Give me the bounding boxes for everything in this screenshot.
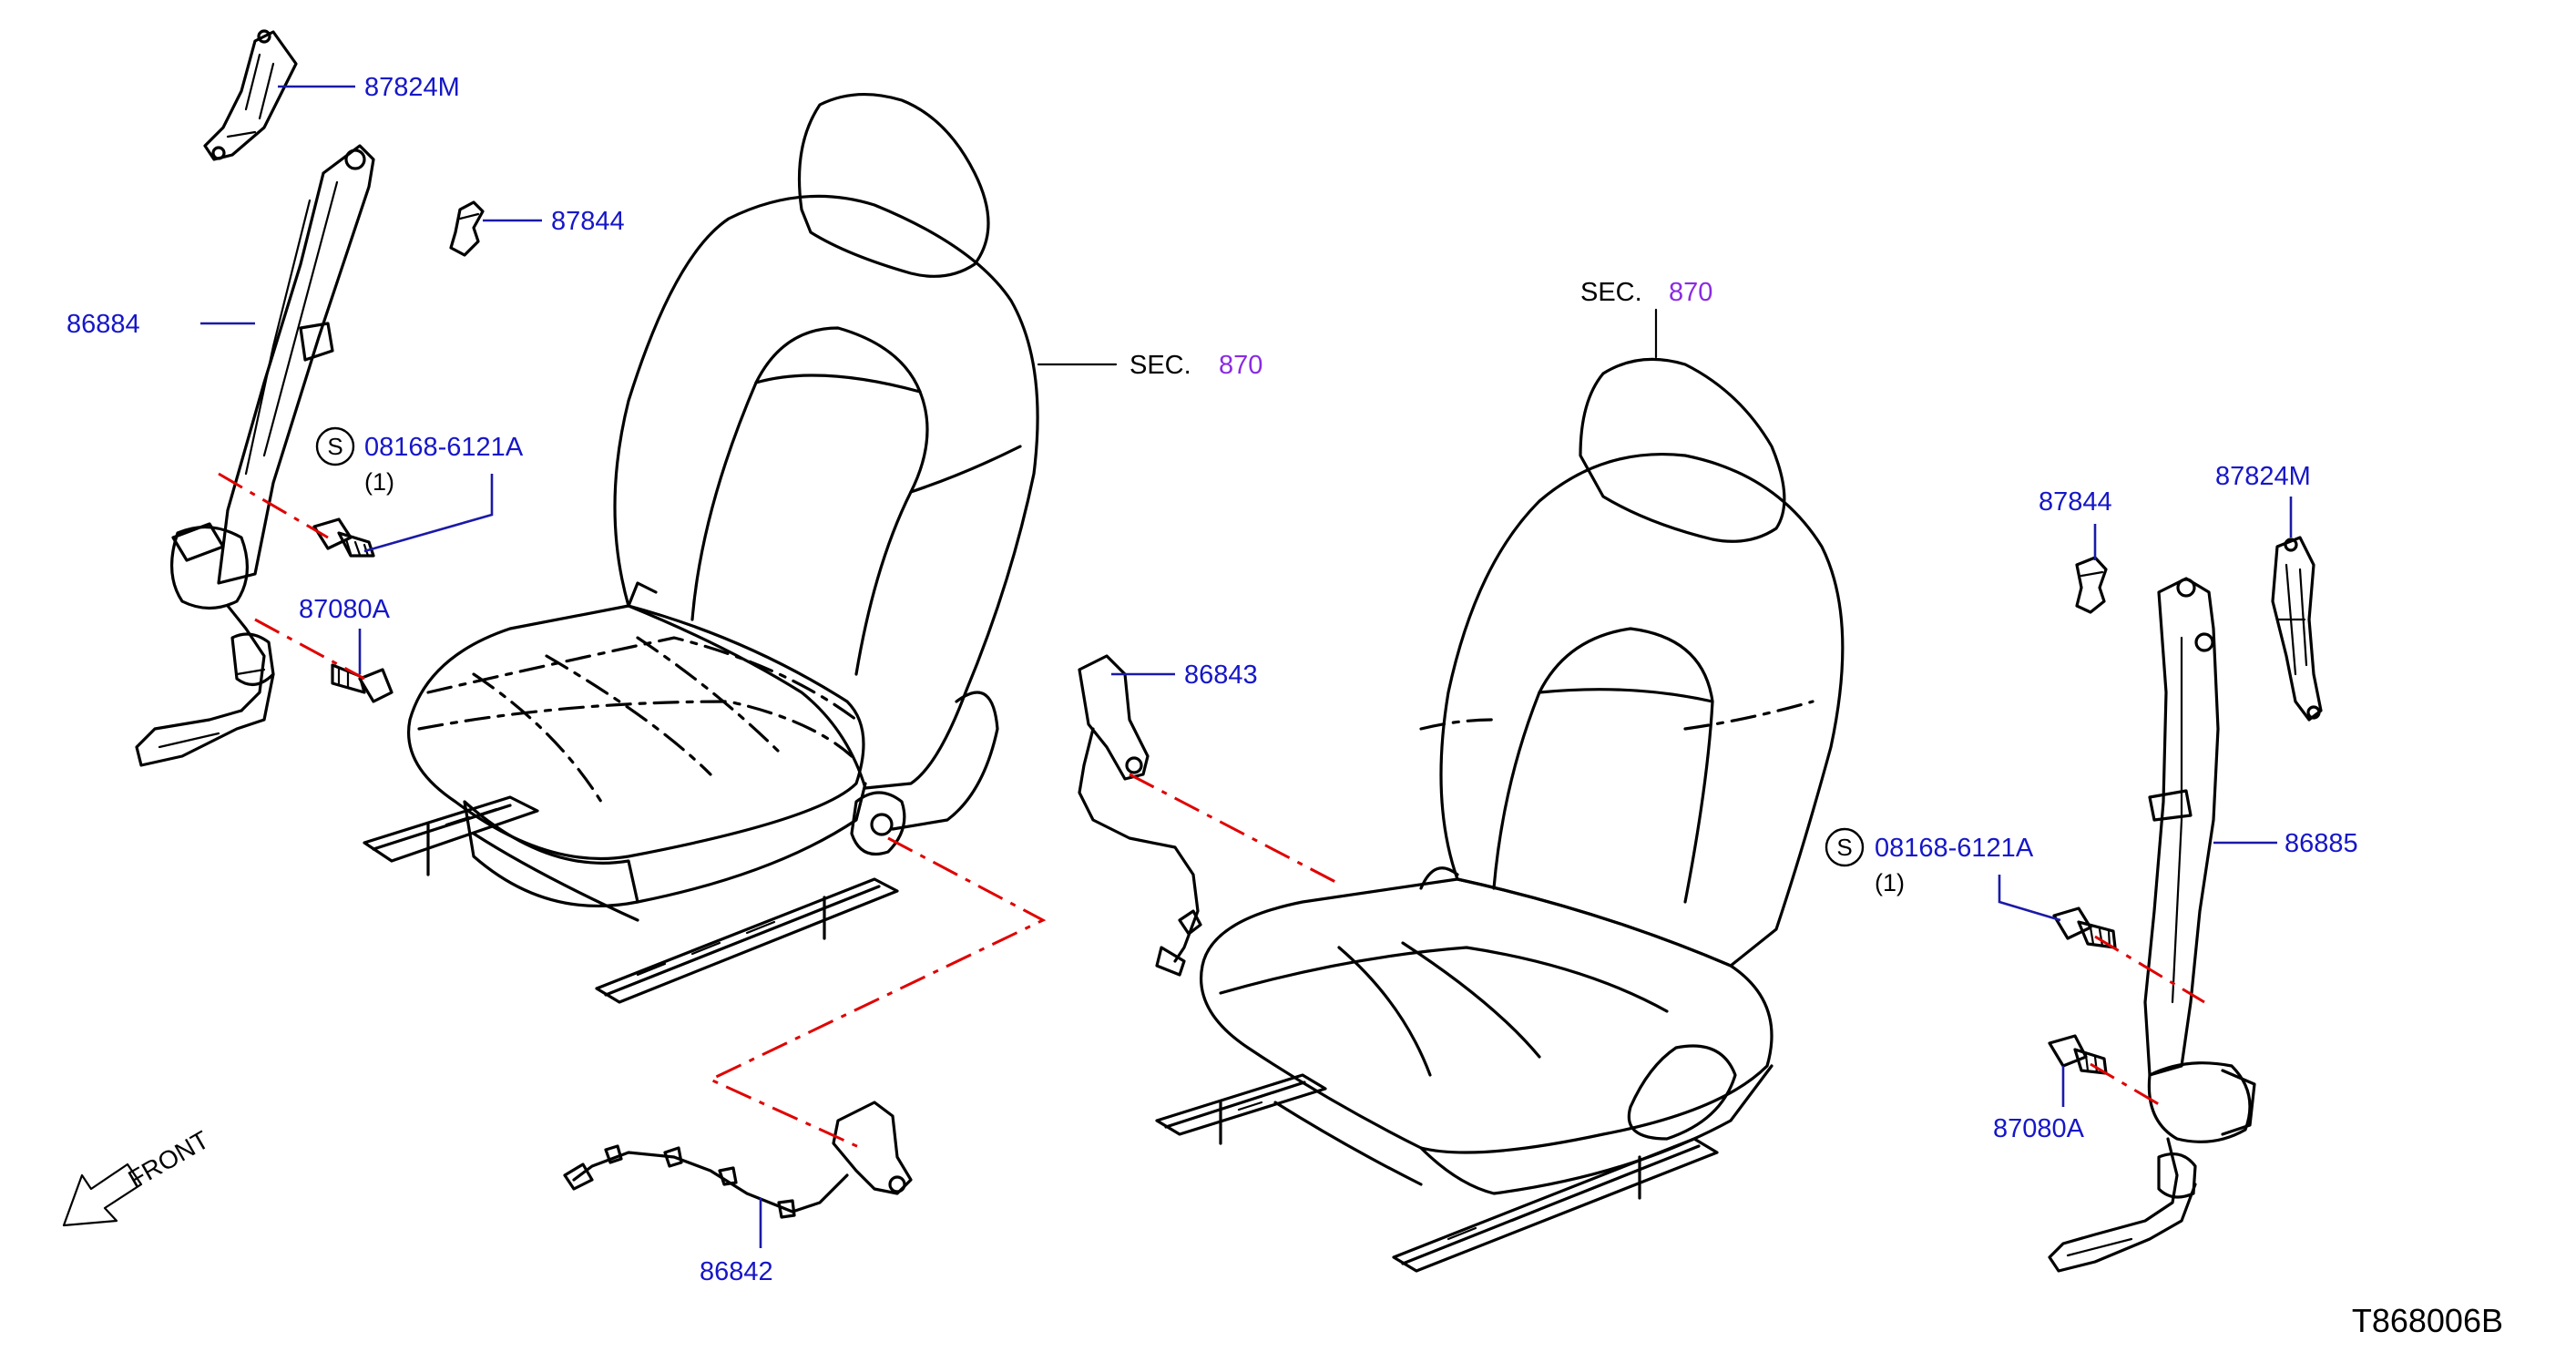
standard-part-symbol-right <box>1825 827 1865 867</box>
right-seat-rails <box>1155 1073 1719 1273</box>
section-references: SEC. 870 SEC. 870 <box>1130 278 1712 380</box>
label-right-belt-assembly: 86885 <box>2285 829 2358 858</box>
label-center-buckle-lower: 86842 <box>700 1257 773 1286</box>
label-left-cover: 87844 <box>551 207 625 236</box>
left-anchor-bolt <box>331 663 394 703</box>
left-bolt <box>312 517 375 558</box>
section-ref-left-prefix: SEC. <box>1130 351 1191 380</box>
label-left-bolt: 08168-6121A <box>364 433 524 462</box>
label-right-bolt-qty: (1) <box>1875 869 1905 896</box>
label-center-buckle-upper: 86843 <box>1184 661 1258 690</box>
section-leaders <box>1037 308 1658 366</box>
right-belt-assembly <box>2048 577 2256 1273</box>
right-cover-clip <box>2075 556 2108 614</box>
right-seat-backrest <box>1419 452 1845 968</box>
left-seat-cushion <box>407 604 867 907</box>
diagram-id: T868006B <box>2352 1302 2503 1339</box>
label-right-bolt: 08168-6121A <box>1875 834 2034 863</box>
label-right-anchor-bolt: 87080A <box>1993 1114 2085 1143</box>
leader-lines <box>200 85 2293 1248</box>
label-left-anchor-bolt: 87080A <box>299 595 391 624</box>
right-seat-illustration <box>1155 357 1845 1273</box>
left-cover-clip <box>449 200 485 257</box>
left-seat-headrest <box>797 93 990 278</box>
left-seat-backrest <box>613 194 1039 831</box>
section-ref-left-number: 870 <box>1219 351 1262 380</box>
assembly-lines <box>218 472 2205 1150</box>
front-label: FRONT <box>124 1125 214 1193</box>
standard-part-symbol-left <box>315 426 355 466</box>
right-seat-headrest <box>1579 357 1786 543</box>
front-direction-indicator: FRONT <box>62 1125 214 1227</box>
left-seat-recliner <box>850 791 906 856</box>
standard-part-symbol-left-text: S <box>327 433 342 460</box>
label-left-belt-assembly: 86884 <box>66 310 140 339</box>
left-seat-rails <box>363 795 899 1004</box>
left-seat-illustration <box>363 93 1039 1004</box>
section-ref-right-number: 870 <box>1669 278 1712 307</box>
left-retractor-guide <box>203 29 298 161</box>
callout-labels: 87824M 87844 86884 S 08168-6121A (1) 870… <box>66 73 2358 1286</box>
front-arrow-icon <box>62 1163 143 1227</box>
label-right-cover: 87844 <box>2039 487 2112 517</box>
center-buckle-upper <box>1078 654 1202 977</box>
label-right-retractor-guide: 87824M <box>2215 462 2311 491</box>
label-left-bolt-qty: (1) <box>364 468 394 496</box>
section-ref-right-prefix: SEC. <box>1580 278 1642 307</box>
right-seat-cushion <box>1200 877 1774 1195</box>
label-left-retractor-guide: 87824M <box>364 73 460 102</box>
center-buckle-lower <box>563 1101 913 1219</box>
right-retractor-guide <box>2271 536 2323 722</box>
left-belt-assembly <box>135 144 375 767</box>
standard-part-symbol-right-text: S <box>1836 834 1852 861</box>
